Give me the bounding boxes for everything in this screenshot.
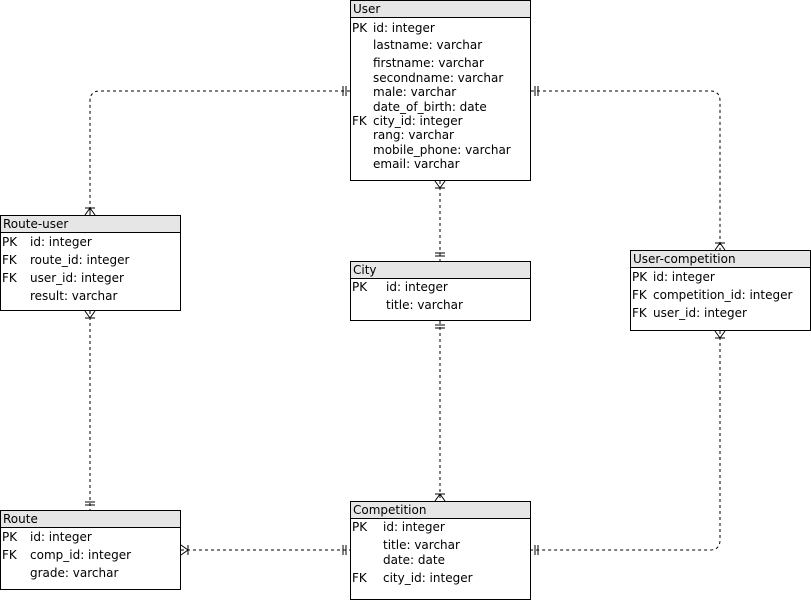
entity-title: User	[351, 1, 530, 18]
field: id: integer	[653, 270, 715, 284]
marker-many-user-bottom	[434, 180, 446, 189]
field: title: varchar	[383, 538, 460, 552]
marker-one-city-top	[435, 252, 445, 257]
field: comp_id: integer	[30, 548, 132, 562]
entity-route-user[interactable]: Route-user PK id: integer FK route_id: int…	[0, 215, 181, 311]
key-marker: FK	[2, 271, 17, 285]
field: mobile_phone: varchar	[373, 143, 511, 157]
key-marker: PK	[2, 235, 18, 249]
field: grade: varchar	[30, 566, 119, 580]
key-marker: FK	[632, 306, 647, 320]
key-marker: PK	[2, 530, 18, 544]
field: city_id: integer	[383, 571, 473, 585]
field: secondname: varchar	[373, 71, 504, 85]
field: id: integer	[386, 280, 448, 294]
entity-title: User-competition	[631, 251, 810, 268]
entity-title: City	[351, 262, 530, 279]
link-user-user-competition	[531, 90, 721, 250]
key-marker: FK	[2, 548, 17, 562]
field: rang: varchar	[373, 128, 454, 142]
key-marker: PK	[352, 280, 368, 294]
link-user-route-user	[89, 90, 350, 215]
field: route_id: integer	[30, 253, 130, 267]
marker-one-competition-left	[342, 545, 347, 555]
field: id: integer	[30, 530, 92, 544]
field: date: date	[383, 553, 445, 567]
field: lastname: varchar	[373, 38, 483, 52]
marker-many-user-competition-bottom	[714, 330, 726, 339]
field: id: integer	[373, 21, 435, 35]
entity-city[interactable]: City PK id: integer title: varchar	[350, 261, 531, 321]
field: id: integer	[30, 235, 92, 249]
marker-many-user-competition-top	[714, 242, 726, 251]
entity-title: Route	[1, 511, 180, 528]
key-marker: FK	[632, 288, 647, 302]
marker-one-user-left	[342, 86, 347, 96]
marker-one-city-bottom	[435, 324, 445, 329]
marker-many-route-user-top	[84, 207, 96, 216]
field: id: integer	[383, 520, 445, 534]
entity-title: Route-user	[1, 216, 180, 233]
entity-competition[interactable]: Competition PK id: integer title: varchar…	[350, 501, 531, 600]
field: result: varchar	[30, 289, 118, 303]
key-marker: FK	[352, 114, 367, 128]
field: user_id: integer	[653, 306, 747, 320]
key-marker: PK	[352, 21, 368, 35]
field: email: varchar	[373, 157, 460, 171]
key-marker: FK	[2, 253, 17, 267]
link-user-competition-competition	[531, 331, 721, 551]
marker-one-route-top	[85, 501, 95, 506]
entity-title: Competition	[351, 502, 530, 519]
marker-many-route-right	[180, 544, 189, 556]
entity-user-competition[interactable]: User-competition PK id: integer FK competi…	[630, 250, 811, 331]
field: user_id: integer	[30, 271, 124, 285]
marker-many-route-user-bottom	[84, 310, 96, 319]
field: title: varchar	[386, 298, 463, 312]
marker-one-user-right	[534, 86, 539, 96]
field: firstname: varchar	[373, 56, 484, 70]
field: date_of_birth: date	[373, 100, 487, 114]
marker-many-competition-top	[434, 493, 446, 502]
field: competition_id: integer	[653, 288, 793, 302]
marker-one-competition-right	[534, 545, 539, 555]
entity-user[interactable]: User PK id: integer lastname: varchar fir…	[350, 0, 531, 181]
key-marker: PK	[352, 520, 368, 534]
entity-route[interactable]: Route PK id: integer FK comp_id: integer g…	[0, 510, 181, 590]
key-marker: PK	[632, 270, 648, 284]
field: male: varchar	[373, 85, 457, 99]
field: city_id: integer	[373, 114, 463, 128]
key-marker: FK	[352, 571, 367, 585]
